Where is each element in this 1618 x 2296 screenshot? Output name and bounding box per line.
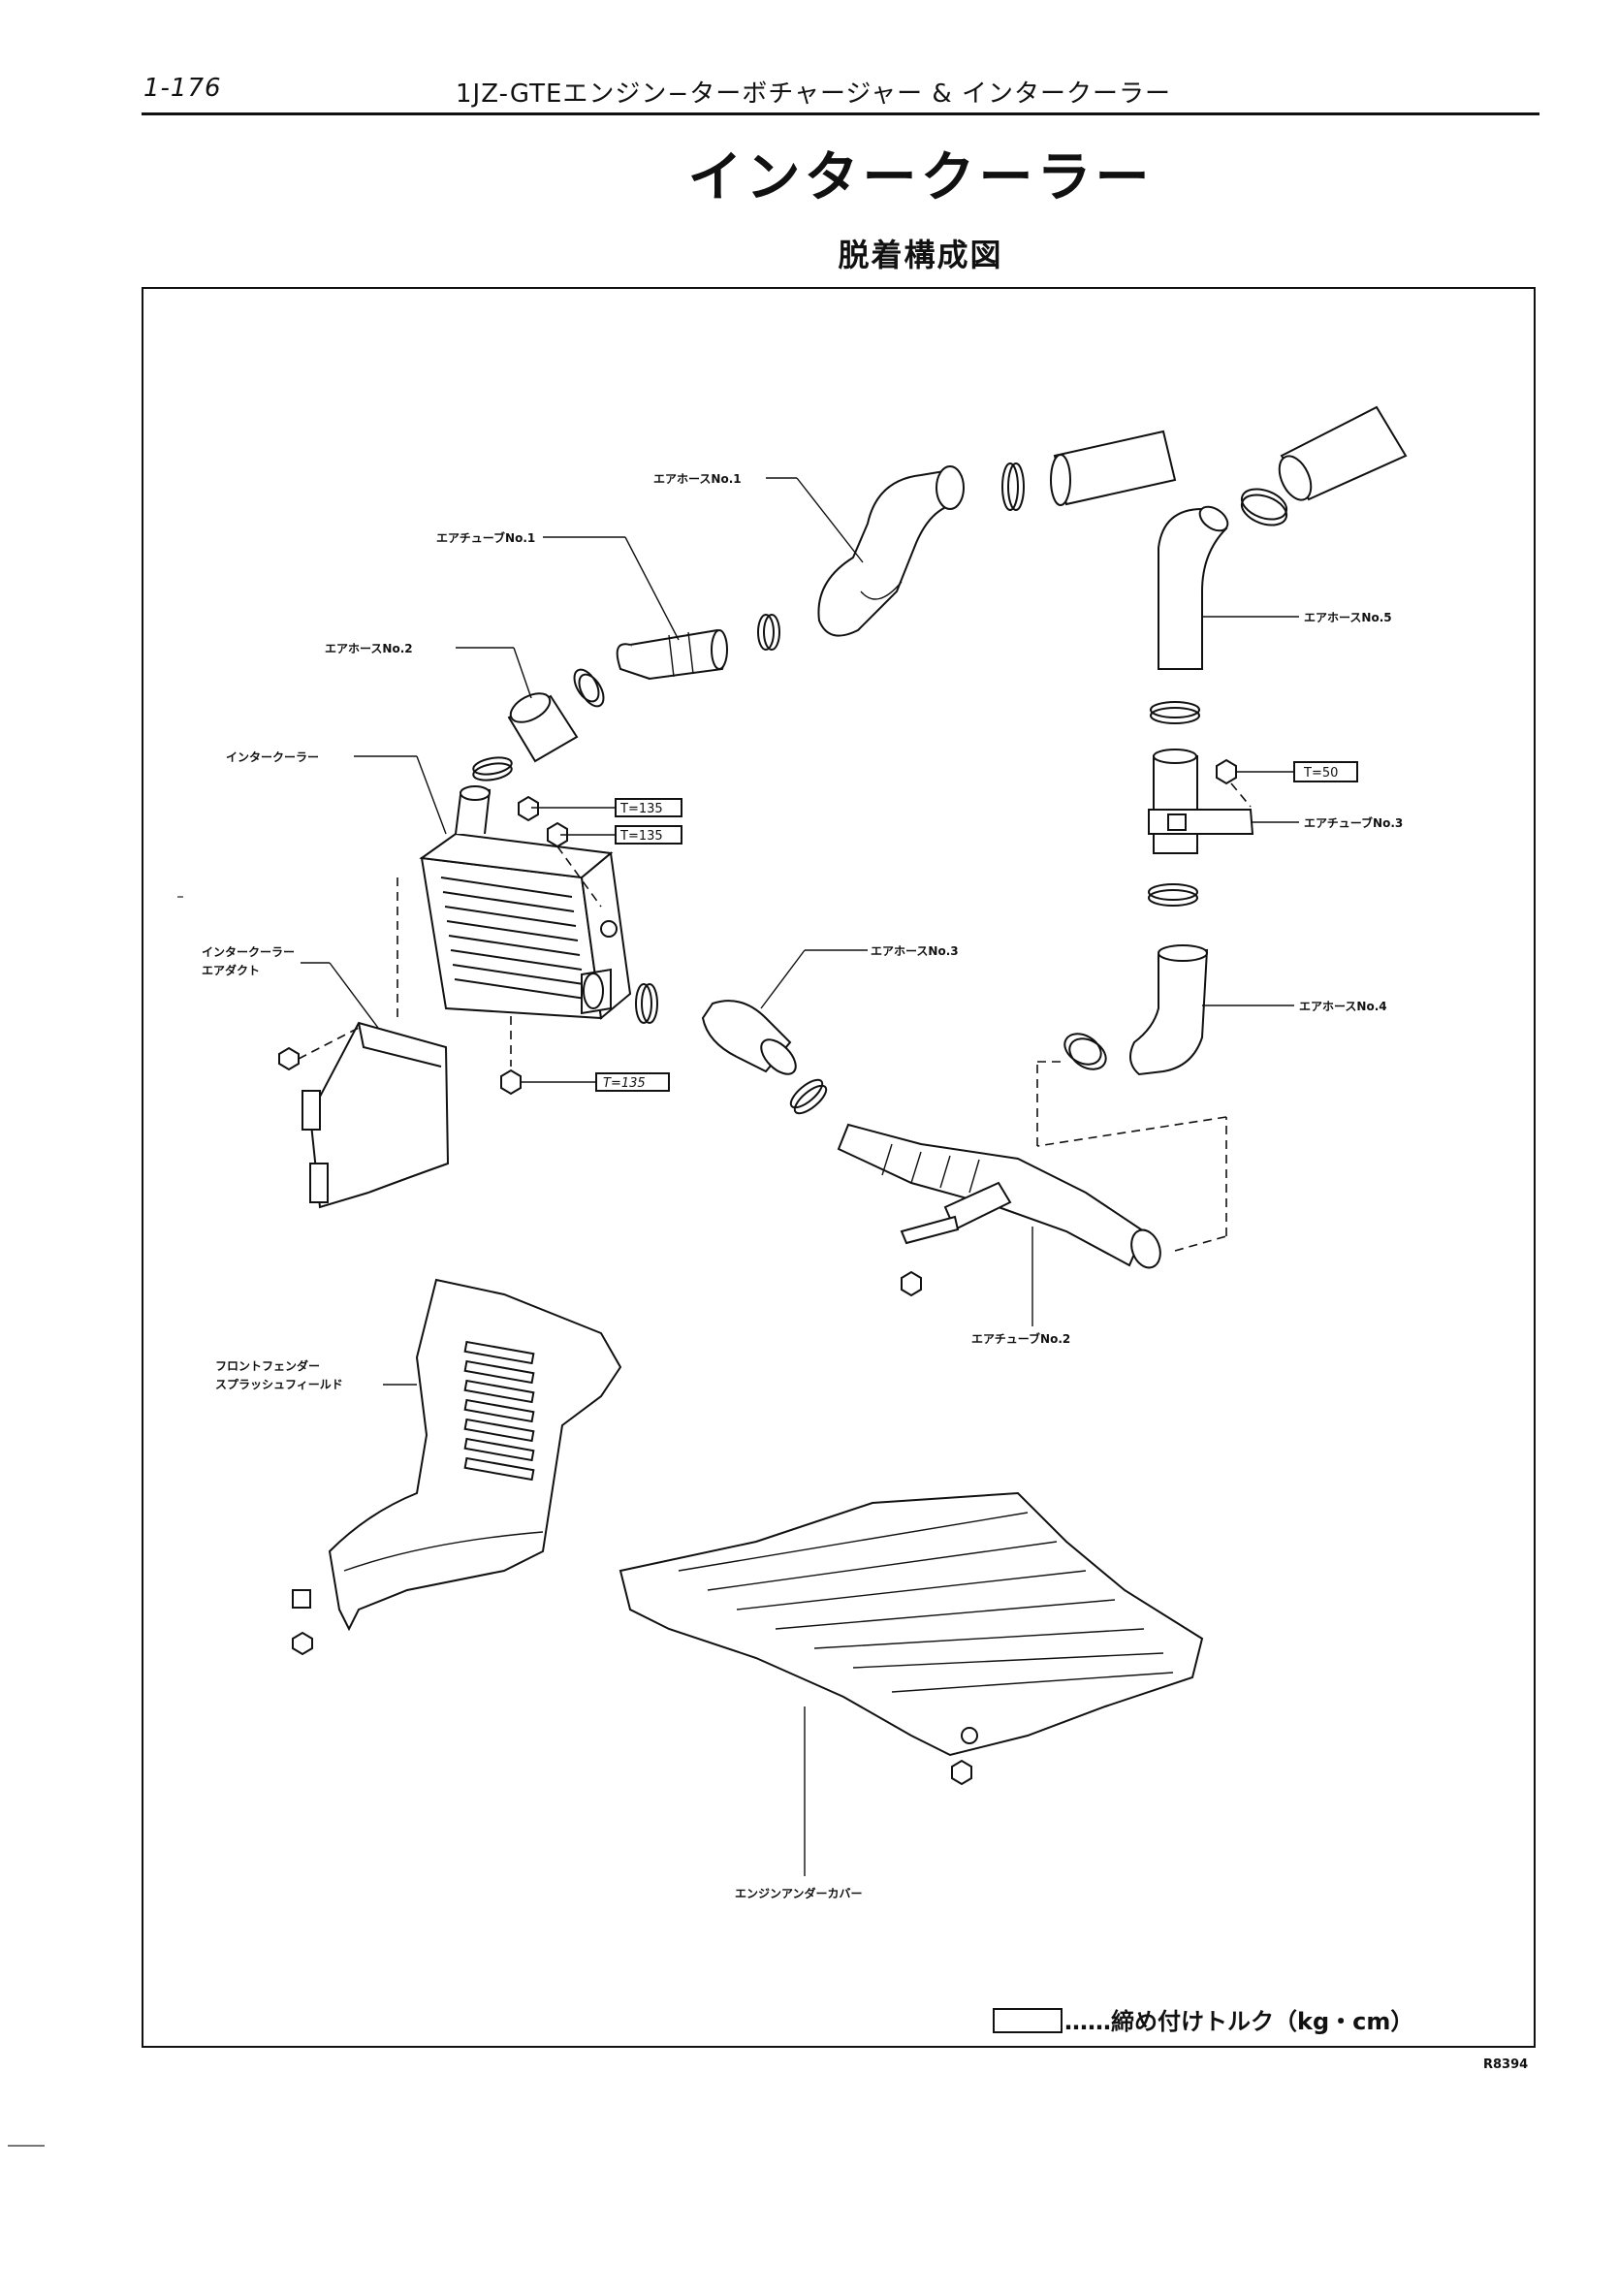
intercooler [419, 785, 632, 1020]
bolt [951, 1759, 972, 1786]
part-label-splash-shield: フロントフェンダー [215, 1358, 320, 1373]
intercooler-core-fins [440, 877, 587, 1000]
hose-clamp [573, 668, 605, 708]
torque-spec: T=135 [603, 1076, 646, 1091]
front-fender-splash-shield [328, 1278, 622, 1632]
section-title: 1JZ-GTEエンジン−ターボチャージャー & インタークーラー [456, 80, 1171, 109]
page-number: 1-176 [143, 74, 222, 103]
torque-spec: T=50 [1303, 766, 1338, 781]
part-label-air-tube-no1: エアチューブNo.1 [436, 530, 535, 545]
torque-box [615, 798, 682, 817]
hose-clamp [472, 756, 513, 781]
part-label-air-hose-no2: エアホースNo.2 [325, 642, 413, 655]
hose-clamp [1001, 462, 1025, 511]
clip [292, 1589, 311, 1609]
hose-clamp [789, 1078, 828, 1115]
torque-box [1293, 761, 1358, 782]
part-label-intercooler-air-duct: インタークーラー [202, 945, 295, 959]
turbo-side-pipe [1278, 405, 1408, 501]
part-label-air-hose-no4: エアホースNo.4 [1299, 1000, 1387, 1013]
air-tube-no1 [616, 628, 728, 681]
part-label-intercooler: インタークーラー [226, 750, 319, 764]
bolt [518, 795, 539, 822]
page-subtitle: 脱着構成図 [838, 237, 1003, 273]
page-title: インタークーラー [687, 146, 1154, 209]
torque-box [595, 1072, 670, 1092]
torque-spec: T=135 [619, 829, 663, 844]
part-label-air-tube-no2: エアチューブNo.2 [971, 1331, 1070, 1346]
hose-clamp [635, 983, 658, 1024]
throttle-side-pipe [1050, 430, 1177, 506]
legend-text: ……締め付けトルク（kg・cm） [1064, 2008, 1413, 2035]
part-label-air-hose-no1: エアホースNo.1 [653, 472, 742, 486]
air-hose-no3 [701, 1000, 797, 1075]
diagram-frame [142, 287, 1536, 2048]
air-hose-no5 [1158, 505, 1229, 670]
torque-box [615, 825, 682, 845]
part-label-air-hose-no3: エアホースNo.3 [871, 944, 959, 958]
hose-clamp [1063, 1033, 1107, 1070]
part-label-splash-shield-2: スプラッシュフィールド [215, 1377, 343, 1391]
clip [278, 1046, 300, 1071]
engine-under-cover [619, 1491, 1204, 1757]
air-hose-no1 [817, 465, 965, 637]
hose-clamp [1148, 883, 1198, 907]
air-tube-no3 [1148, 749, 1254, 854]
part-label-air-tube-no3: エアチューブNo.3 [1304, 815, 1403, 830]
part-label-engine-under-cover: エンジンアンダーカバー [735, 1886, 863, 1900]
bolt [547, 821, 568, 848]
splash-shield-vents [463, 1340, 535, 1482]
hose-clamp [1150, 701, 1200, 724]
bolt [292, 1631, 313, 1656]
torque-spec: T=135 [619, 802, 663, 816]
bolt [500, 1068, 522, 1096]
legend-torque-box [993, 2008, 1063, 2033]
part-label-intercooler-air-duct-2: エアダクト [202, 963, 260, 977]
header-rule [142, 112, 1539, 115]
bolt [901, 1270, 922, 1297]
air-hose-no4 [1129, 944, 1209, 1076]
air-tube-no2 [837, 1123, 1161, 1269]
air-hose-no2 [507, 692, 579, 763]
hose-clamp [1240, 488, 1288, 526]
figure-code: R8394 [1483, 2057, 1529, 2072]
intercooler-air-duct [301, 1021, 450, 1209]
hose-clamp [757, 614, 780, 651]
part-label-air-hose-no5: エアホースNo.5 [1304, 611, 1392, 624]
bolt [1216, 758, 1237, 785]
